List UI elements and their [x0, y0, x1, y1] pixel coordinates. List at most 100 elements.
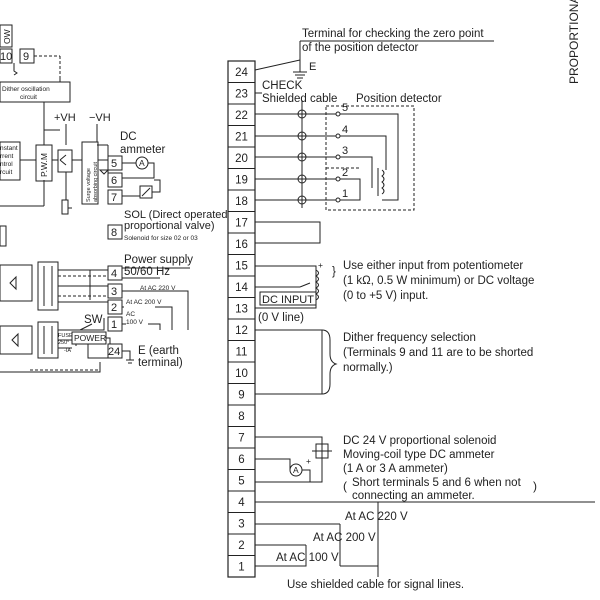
- svg-text:+: +: [306, 456, 311, 466]
- terminal-23: 23: [235, 88, 248, 100]
- terminal-10: 10: [235, 368, 248, 380]
- left-term-4: 4: [111, 268, 117, 280]
- detector-pin-5: 5: [342, 102, 348, 114]
- terminal-14: 14: [235, 282, 248, 294]
- left-ac100-1: AC: [126, 311, 135, 318]
- left-term-24: 24: [108, 346, 120, 358]
- detector-pin-2: 2: [342, 167, 348, 179]
- short-note-1: Short terminals 5 and 6 when not: [352, 477, 522, 489]
- footer-note: Use shielded cable for signal lines.: [287, 579, 464, 591]
- terminal-22: 22: [235, 110, 248, 122]
- earth-label-1: E (earth: [138, 345, 179, 357]
- const-current-1: nstant: [0, 145, 18, 152]
- fuse-label-1: FUSE: [58, 333, 73, 339]
- position-detector-wiring: 5 4 3 2 1: [255, 100, 415, 211]
- surge-2: absorbing circuit: [93, 161, 99, 202]
- terminal-1: 1: [238, 561, 244, 573]
- power-supply-2: 50/60 Hz: [124, 266, 170, 278]
- left-term-5: 5: [111, 158, 117, 170]
- left-ac220-label: At AC 220 V: [140, 285, 176, 292]
- ow-label: OW: [2, 29, 12, 44]
- left-sol-3: Solenoid for size 02 or 03: [124, 235, 198, 242]
- terminal-7: 7: [238, 432, 244, 444]
- dc-input-label: DC INPUT: [262, 294, 314, 306]
- dither-note-2: (Terminals 9 and 11 are to be shorted: [343, 347, 533, 359]
- solenoid-ammeter: A + DC 24 V proportional solenoid Moving…: [255, 435, 537, 502]
- terminal-3: 3: [238, 518, 244, 530]
- const-current-2: rrent: [0, 153, 14, 160]
- const-current-4: rcuit: [0, 169, 12, 176]
- right-ac100-label: At AC 100 V: [276, 552, 339, 564]
- pot-note-1: Use either input from potentiometer: [343, 260, 523, 272]
- left-sol-2: proportional valve): [124, 220, 215, 232]
- side-title: PROPORTIONA: [567, 0, 581, 84]
- left-term-3: 3: [111, 286, 117, 298]
- check-label: CHECK: [262, 80, 303, 92]
- right-ammeter-symbol: A: [293, 465, 299, 475]
- terminal-18: 18: [235, 196, 248, 208]
- zero-point-label-2: of the position detector: [302, 42, 419, 54]
- sw-label: SW: [84, 314, 103, 326]
- dither-note-3: normally.): [343, 362, 393, 374]
- sol-note-3: (1 A or 3 A ammeter): [343, 463, 448, 475]
- fuse-label-2: 250°: [58, 340, 69, 346]
- earth-symbol-label: E: [309, 61, 316, 73]
- vh-minus-label: −VH: [89, 112, 111, 124]
- left-term-6: 6: [111, 175, 117, 187]
- surge-1: Surge voltage: [86, 168, 92, 202]
- fuse-label-3: -IA: [64, 348, 71, 354]
- sol-note-2: Moving-coil type DC ammeter: [343, 449, 495, 461]
- dither-osc-2: circuit: [20, 94, 37, 101]
- svg-text:+: +: [318, 260, 323, 270]
- left-block: OW 10 9 Dither oscillation circuit +VH −…: [0, 24, 228, 373]
- left-term-9: 9: [23, 51, 29, 63]
- zero-v-line-label: (0 V line): [258, 312, 304, 324]
- terminal-21: 21: [235, 131, 248, 143]
- svg-text:}: }: [332, 266, 336, 278]
- dither-osc-1: Dither oscillation: [2, 86, 50, 93]
- dc-ammeter-1: DC: [120, 131, 137, 143]
- left-term-1: 1: [111, 319, 117, 331]
- detector-pin-3: 3: [342, 145, 348, 157]
- left-ammeter-symbol: A: [139, 158, 145, 168]
- detector-pin-4: 4: [342, 124, 348, 136]
- terminal-16: 16: [235, 239, 248, 251]
- terminal-15: 15: [235, 260, 248, 272]
- left-ac200-label: At AC 200 V: [126, 299, 162, 306]
- terminal-11: 11: [236, 346, 248, 358]
- left-sol-1: SOL (Direct operated: [124, 209, 228, 221]
- const-current-3: ntrol: [0, 161, 13, 168]
- svg-text:): ): [533, 479, 537, 493]
- detector-pin-1: 1: [342, 188, 348, 200]
- left-term-2: 2: [111, 302, 117, 314]
- position-detector-label: Position detector: [356, 93, 442, 105]
- terminal-9: 9: [238, 389, 244, 401]
- potentiometer-input: + DC INPUT (0 V line) } Use either input…: [255, 260, 534, 324]
- right-ac200-label: At AC 200 V: [313, 532, 376, 544]
- right-ac220-label: At AC 220 V: [345, 511, 408, 523]
- short-note-2: connecting an ammeter.: [352, 490, 475, 502]
- right-power-supply: At AC 220 V At AC 200 V At AC 100 V Use …: [255, 501, 595, 591]
- terminal-13: 13: [235, 303, 248, 315]
- earth-label-2: terminal): [138, 357, 183, 369]
- power-label: POWER: [74, 333, 106, 343]
- left-term-7: 7: [111, 192, 117, 204]
- dc-ammeter-2: ammeter: [120, 144, 166, 156]
- dither-note-1: Dither frequency selection: [343, 332, 476, 344]
- terminal-2: 2: [238, 540, 244, 552]
- terminal-19: 19: [235, 174, 248, 186]
- power-supply-1: Power supply: [124, 254, 193, 266]
- terminal-5: 5: [238, 475, 244, 487]
- dither-selection: Dither frequency selection (Terminals 9 …: [255, 329, 533, 395]
- left-term-8: 8: [111, 227, 117, 239]
- terminal-20: 20: [235, 153, 248, 165]
- sol-note-1: DC 24 V proportional solenoid: [343, 435, 496, 447]
- shielded-cable-label: Shielded cable: [262, 93, 337, 105]
- zero-point-label-1: Terminal for checking the zero point: [302, 28, 484, 40]
- pot-note-2: (1 kΩ, 0.5 W minimum) or DC voltage: [343, 275, 534, 287]
- terminal-17: 17: [235, 217, 248, 229]
- terminal-8: 8: [238, 411, 244, 423]
- terminal-24: 24: [235, 67, 248, 79]
